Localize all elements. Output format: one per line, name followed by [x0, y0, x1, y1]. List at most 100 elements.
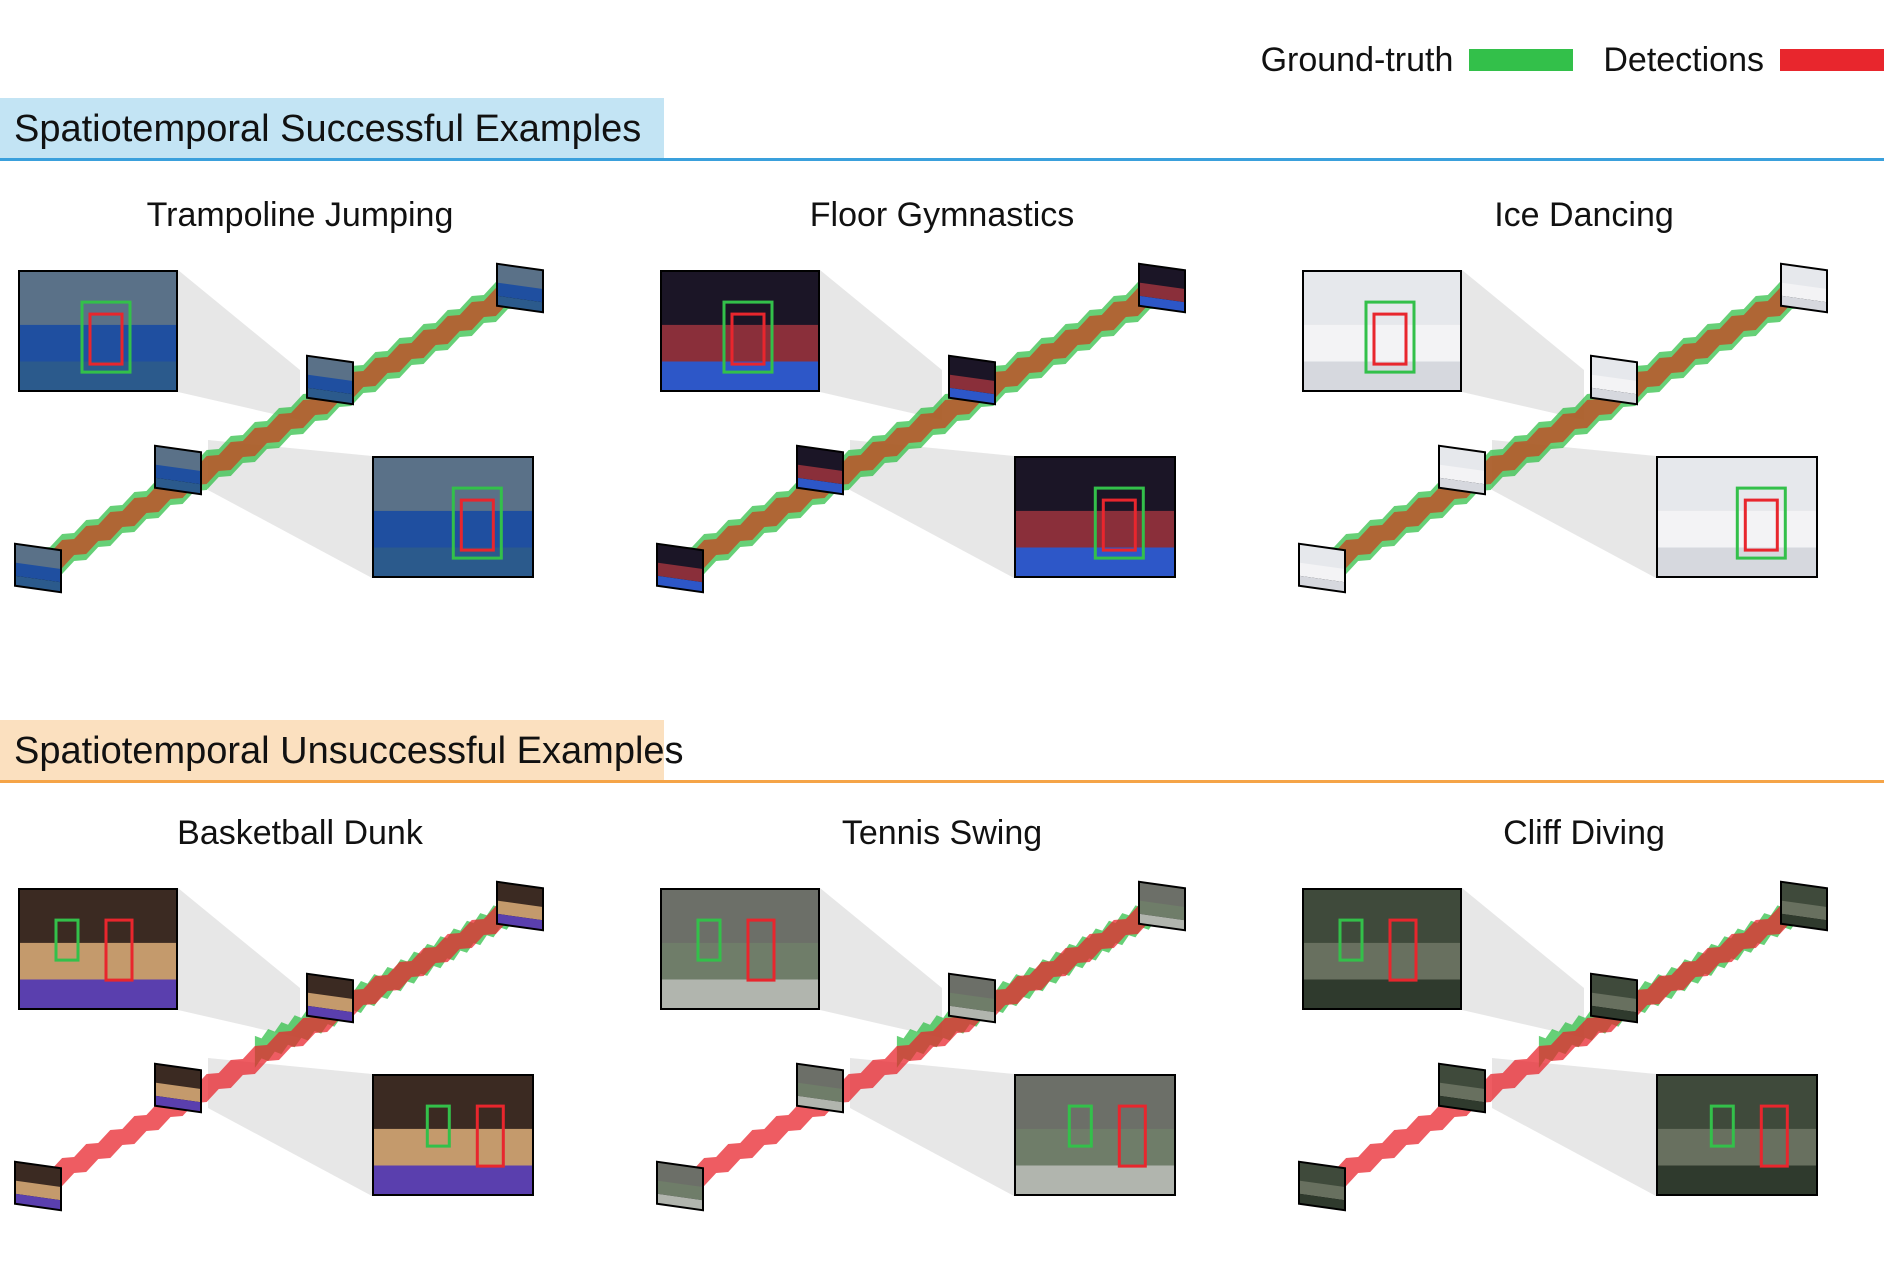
panel-title: Floor Gymnastics: [809, 196, 1075, 234]
detection-box: [746, 918, 776, 982]
tube-keyframe: [154, 1062, 202, 1114]
scene-ground: [156, 477, 200, 494]
scene-middle: [798, 464, 842, 485]
detection-box: [1759, 1104, 1789, 1168]
tube-keyframe: [1298, 1160, 1346, 1212]
scene-background: [1016, 1076, 1174, 1131]
inset-top-left: [1302, 888, 1462, 1010]
scene-middle: [950, 992, 994, 1013]
tube-keyframe: [306, 972, 354, 1024]
scene-ground: [798, 477, 842, 494]
inset-top-left: [18, 270, 178, 392]
tube-visualization: [1298, 262, 1828, 594]
detection-box: [1743, 498, 1779, 552]
section-title: Spatiotemporal Successful Examples: [14, 108, 642, 150]
scene-ground: [798, 1095, 842, 1112]
scene-middle: [1440, 1082, 1484, 1103]
scene-ground: [1300, 1193, 1344, 1210]
tube-keyframe: [154, 444, 202, 496]
inset-bottom-right: [1656, 456, 1818, 578]
scene-middle: [662, 942, 818, 980]
tube-visualization: [656, 262, 1186, 594]
scene-ground: [374, 1165, 532, 1194]
scene-ground: [1300, 575, 1344, 592]
ground-truth-box: [722, 300, 774, 374]
ground-truth-box: [1067, 1104, 1093, 1148]
scene-ground: [662, 979, 818, 1008]
ground-truth-box: [80, 300, 132, 374]
panel-tennis-swing: Tennis Swing: [642, 814, 1242, 1284]
ground-truth-box: [54, 918, 80, 962]
scene-ground: [658, 1193, 702, 1210]
inset-bottom-right: [372, 456, 534, 578]
scene-middle: [498, 282, 542, 303]
scene-ground: [498, 913, 542, 930]
scene-middle: [1658, 1128, 1816, 1166]
ground-truth-box: [425, 1104, 451, 1148]
scene-ground: [658, 575, 702, 592]
ground-truth-box: [1364, 300, 1416, 374]
tube-keyframe: [496, 262, 544, 314]
tube-keyframe: [1780, 880, 1828, 932]
scene-middle: [16, 562, 60, 583]
scene-ground: [1016, 1165, 1174, 1194]
ground-truth-box: [696, 918, 722, 962]
zoom-cone-top: [820, 888, 942, 1038]
scene-middle: [308, 992, 352, 1013]
panel-floor-gymnastics: Floor Gymnastics: [642, 196, 1242, 666]
zoom-cone-top: [1462, 888, 1584, 1038]
scene-middle: [156, 1082, 200, 1103]
scene-middle: [1440, 464, 1484, 485]
scene-middle: [1016, 1128, 1174, 1166]
tube-keyframe: [1590, 972, 1638, 1024]
inset-top-left: [1302, 270, 1462, 392]
zoom-cone-bottom: [850, 1058, 1014, 1196]
panel-title: Basketball Dunk: [177, 814, 423, 852]
scene-background: [1304, 272, 1460, 327]
scene-middle: [1300, 1180, 1344, 1201]
scene-middle: [1782, 282, 1826, 303]
scene-middle: [950, 374, 994, 395]
tube-visualization: [14, 880, 544, 1212]
tube-keyframe: [496, 880, 544, 932]
legend-ground-truth-swatch: [1469, 49, 1574, 71]
zoom-cone-top: [178, 888, 300, 1038]
section-title: Spatiotemporal Unsuccessful Examples: [14, 730, 684, 772]
scene-ground: [950, 1005, 994, 1022]
ground-truth-box: [451, 486, 503, 560]
detection-box: [1372, 312, 1408, 366]
panel-title: Trampoline Jumping: [146, 196, 454, 234]
tube-keyframe: [948, 354, 996, 406]
scene-middle: [1140, 282, 1184, 303]
section-rule: [0, 780, 1884, 783]
scene-ground: [1782, 295, 1826, 312]
legend-ground-truth-label: Ground-truth: [1260, 40, 1454, 79]
scene-middle: [20, 942, 176, 980]
ground-truth-box: [1093, 486, 1145, 560]
scene-middle: [658, 1180, 702, 1201]
scene-middle: [662, 324, 818, 362]
tube-keyframe: [1138, 880, 1186, 932]
scene-ground: [16, 575, 60, 592]
inset-bottom-right: [1656, 1074, 1818, 1196]
scene-background: [1658, 1076, 1816, 1131]
section-rule: [0, 158, 1884, 161]
inset-bottom-right: [1014, 456, 1176, 578]
scene-middle: [1304, 942, 1460, 980]
detection-tube: [680, 274, 1162, 582]
scene-middle: [308, 374, 352, 395]
zoom-cone-top: [178, 270, 300, 420]
panel-title: Tennis Swing: [841, 814, 1043, 852]
tube-keyframe: [306, 354, 354, 406]
scene-middle: [1592, 992, 1636, 1013]
zoom-cone-bottom: [1492, 440, 1656, 578]
detection-box: [1101, 498, 1137, 552]
scene-background: [374, 1076, 532, 1131]
inset-bottom-right: [372, 1074, 534, 1196]
scene-ground: [20, 979, 176, 1008]
detection-tube: [1322, 892, 1804, 1200]
scene-middle: [1140, 900, 1184, 921]
tube-keyframe: [948, 972, 996, 1024]
tube-keyframe: [796, 1062, 844, 1114]
scene-middle: [20, 324, 176, 362]
